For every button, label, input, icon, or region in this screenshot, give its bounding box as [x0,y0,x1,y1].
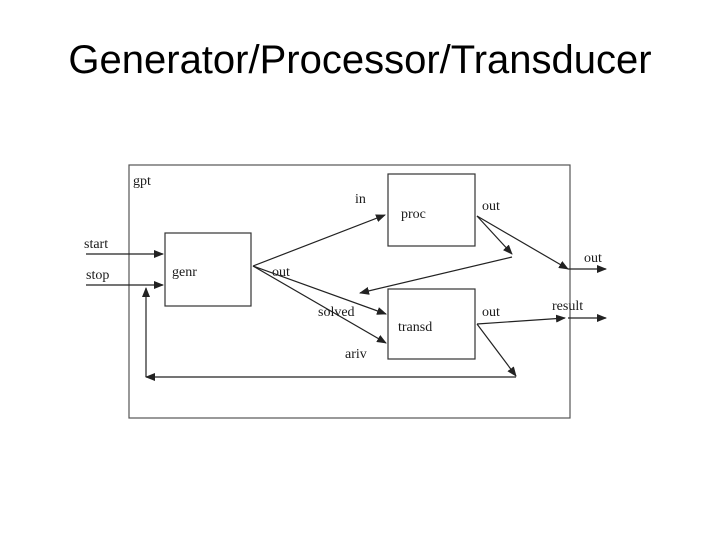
transd-block [387,288,476,360]
proc-block [387,173,476,247]
proc-out-down-arrow [476,215,513,255]
transd-out-down-arrow [476,323,517,377]
genr-block [164,232,252,307]
gpt-label: gpt [133,174,151,189]
genr-out-port-label: out [272,265,290,280]
slide-title: Generator/Processor/Transducer [68,38,652,82]
transd-to-result-arrow [476,314,566,325]
proc-label: proc [401,207,426,222]
genr-label: genr [172,265,197,280]
transd-out-port-label: out [482,305,500,320]
gpt-out-port-label: out [584,251,602,266]
transd-ariv-port-label: ariv [345,347,367,362]
genr-to-transd-solved-arrow [252,265,387,315]
proc-in-port-label: in [355,192,366,207]
gpt-result-port-label: result [552,299,583,314]
transd-label: transd [398,320,432,335]
proc-to-gpt-out-arrow [476,215,569,270]
transd-solved-port-label: solved [318,305,355,320]
stop-port-label: stop [86,268,109,283]
genr-to-proc-arrow [252,214,386,267]
genr-to-transd-ariv-arrow [252,265,387,344]
proc-out-port-label: out [482,199,500,214]
proc-to-transd-solved-arrow [359,256,513,295]
start-port-label: start [84,237,108,252]
